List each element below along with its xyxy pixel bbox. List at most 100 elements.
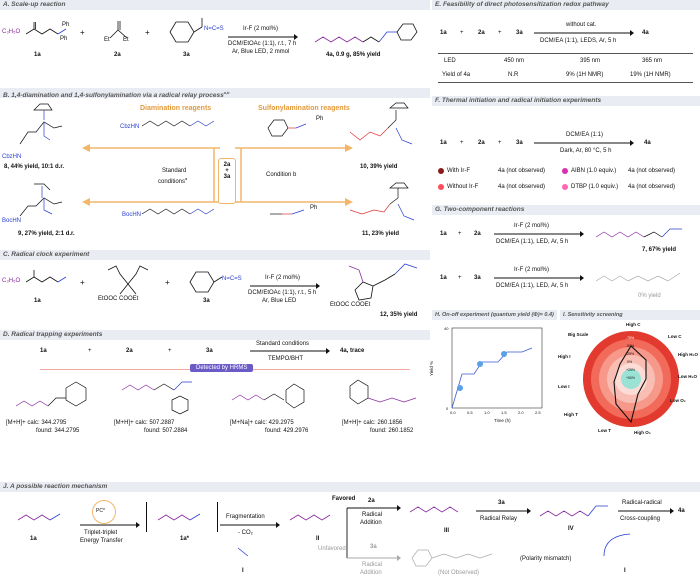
- frag-et2: Et: [123, 37, 129, 43]
- j-structure-iii: [409, 506, 459, 513]
- reagent-sulfone1: [267, 119, 307, 137]
- h-light-icon-3: [501, 351, 507, 357]
- c-diester: EtOOC COOEt: [98, 296, 139, 302]
- hrms-badge: Detected by HRMS: [190, 364, 254, 372]
- adduct-2-calc: [M+H]+ calc: 507.2887: [114, 420, 175, 426]
- adduct-4-calc: [M+H]+ calc: 260.1856: [342, 420, 403, 426]
- j-favored: Favored: [332, 496, 356, 502]
- i-ring-3: -25%: [626, 352, 635, 356]
- e-table-line1: [438, 53, 693, 54]
- adduct-2-found: found: 507.2884: [144, 428, 188, 434]
- plus-1: +: [80, 28, 85, 37]
- i-axis-1: Low C: [668, 334, 682, 339]
- g2-cond-bottom: DCM/EA (1:1), LED, Ar, 5 h: [496, 283, 569, 289]
- j-rr-bottom: Cross-coupling: [620, 516, 661, 522]
- panel-e: E. Feasibility of direct photosensitizat…: [432, 0, 700, 85]
- j-structure-i: [237, 547, 249, 557]
- adduct-1-found: found: 344.2795: [36, 428, 80, 434]
- f-dot-without: [438, 184, 444, 190]
- j-arrow-1: [80, 522, 140, 528]
- product-10: 10, 39% yield: [360, 164, 398, 170]
- j-add1-b1: Radical: [362, 512, 383, 518]
- product-4a: 4a, 0.9 g, 85% yield: [326, 52, 381, 58]
- j-co2: - CO₂: [238, 530, 253, 536]
- structure-diene: [107, 265, 149, 295]
- h-light-icon-1: [457, 385, 463, 391]
- reagent-cbzhn: CbzHN: [120, 124, 140, 130]
- j-int-i: I: [242, 568, 244, 574]
- j-int-iii: III: [444, 528, 450, 534]
- g1-cond-bottom: DCM/EA (1:1), LED, Ar, 5 h: [496, 239, 569, 245]
- frag-ph2: Ph: [60, 36, 68, 42]
- structure-4a: [314, 23, 418, 43]
- c-c3h5o: C₃H₅O: [2, 278, 21, 284]
- e-plus2: +: [498, 30, 502, 36]
- panel-d: D. Radical trapping experiments 1a + 2a …: [0, 330, 430, 438]
- f-2a: 2a: [478, 140, 485, 146]
- adduct-3: [231, 383, 305, 409]
- g1-plus: +: [458, 231, 462, 237]
- i-ring-6: +50%: [626, 376, 636, 380]
- h-xtick-5: 2.5: [535, 410, 541, 415]
- e-td-2: 19% (1H NMR): [630, 72, 671, 78]
- panel-f-title: F. Thermal initiation and radical initia…: [432, 96, 700, 106]
- j-int-iv: IV: [568, 526, 574, 532]
- product-9: 9, 27% yield, 2:1 d.r.: [18, 231, 75, 237]
- c-ncs: N=C=S: [222, 276, 242, 282]
- standard-cond: conditionsa: [158, 176, 188, 185]
- i-ring-2: -50%: [626, 344, 635, 348]
- g1-product: 7, 67% yield: [642, 247, 677, 253]
- panel-h-title: H. On-off experiment (quantum yield (Φ)=…: [432, 310, 557, 320]
- j-frag: Fragmentation: [226, 514, 265, 520]
- c-label-1a: 1a: [34, 298, 41, 304]
- arrow-c: [250, 283, 320, 289]
- cond-a-top: Ir-F (2 mol%): [243, 26, 278, 32]
- i-axis-9: High I: [558, 354, 571, 359]
- label-1a: 1a: [34, 52, 41, 58]
- plus-2: +: [145, 28, 150, 37]
- c-plus-1: +: [80, 278, 85, 287]
- e-table-line2: [438, 82, 693, 83]
- panel-j: J. A possible reaction mechanism 1a PC* …: [0, 482, 700, 580]
- e-th-3: 365 nm: [642, 58, 663, 64]
- j-un-top: 3a: [370, 544, 377, 550]
- j-1astar: 1a*: [180, 536, 190, 542]
- j-unfavored: Unfavored: [318, 546, 346, 552]
- structure-3a-c: [189, 271, 223, 293]
- i-ring-4: 0%: [627, 360, 633, 364]
- g1-cond-top: Ir-F (2 mol%): [514, 223, 549, 229]
- bochn-label: BocHN: [2, 218, 22, 224]
- j-branch-arrows: [346, 505, 401, 561]
- e-th-0: LED: [444, 58, 456, 64]
- j-not-obs: (Not Observed): [438, 570, 480, 576]
- frag-ph: Ph: [62, 22, 70, 28]
- g2-plus: +: [458, 275, 462, 281]
- j-final: 4a: [678, 508, 685, 514]
- j-add2-top: 3a: [498, 500, 505, 506]
- panel-g: G. Two-component reactions 1a + 2a Ir-F …: [432, 205, 700, 305]
- e-th-2: 395 nm: [580, 58, 601, 64]
- arrow-a: [228, 34, 298, 40]
- h-ytick-8: 40: [444, 326, 449, 331]
- cond-e-bottom: DCM/EA (1:1), LEDS, Ar, 5 h: [540, 38, 617, 44]
- label-3a: 3a: [183, 52, 190, 58]
- i-axis-4: Low O₂: [670, 398, 686, 403]
- panel-i: I. Sensitivity screening High C Low C Hi…: [558, 310, 700, 438]
- e-plus1: +: [460, 30, 464, 36]
- j-add1-b2: Addition: [360, 520, 382, 526]
- panel-b: B. 1,4-diamination and 1,4-sulfonylamina…: [0, 88, 430, 243]
- f-without-res: 4a (not observed): [498, 184, 546, 190]
- j-curved-arrow: [603, 533, 631, 557]
- structure-11: [349, 182, 415, 221]
- cond-d-bottom: TEMPO/BHT: [268, 356, 304, 362]
- h-xtick-2: 1.0: [484, 410, 490, 415]
- sulfonylamination-header: Sulfonylamination reagents: [258, 105, 350, 112]
- structure-1a: [25, 22, 67, 35]
- d-plus-1: +: [88, 348, 92, 354]
- i-axis-3: Low H₂O: [678, 374, 697, 379]
- e-td-0: N.R: [508, 72, 519, 78]
- panel-i-title: I. Sensitivity screening: [560, 310, 700, 320]
- arrow-g2: [494, 275, 584, 281]
- e-2a: 2a: [478, 30, 485, 36]
- e-product: 4a: [642, 30, 649, 36]
